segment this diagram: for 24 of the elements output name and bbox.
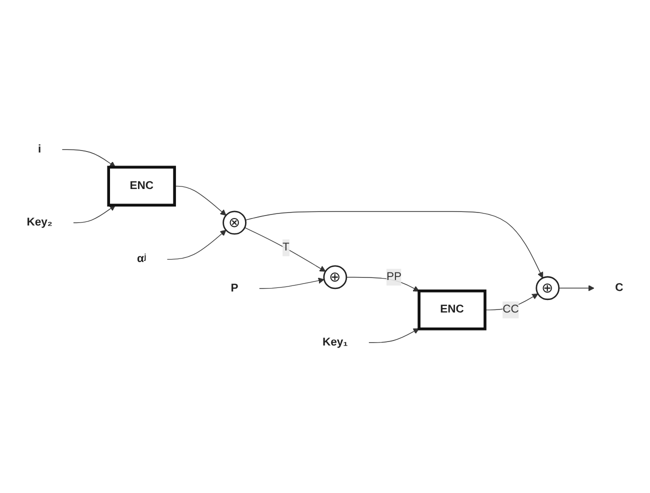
node-text: i <box>38 144 42 156</box>
edge-label: CC <box>502 304 519 316</box>
arrow <box>166 230 226 260</box>
arrow <box>174 186 226 216</box>
arrow <box>259 278 324 290</box>
arrow <box>73 205 116 224</box>
node-text: P <box>230 282 238 294</box>
node-box: ENC <box>107 166 176 207</box>
node-circle: ⊕ <box>536 276 560 300</box>
arrow <box>346 277 420 292</box>
edge-label: PP <box>386 271 402 284</box>
arrow <box>244 228 326 272</box>
node-circle: ⊕ <box>323 266 348 290</box>
arrow <box>558 285 594 292</box>
edge-label: T <box>282 242 290 254</box>
arrow <box>62 150 116 168</box>
arrow <box>245 212 544 279</box>
arrow <box>368 328 420 344</box>
node-text: Key₂ <box>26 216 52 229</box>
node-text: Key₁ <box>322 336 348 349</box>
node-text: C <box>615 282 624 294</box>
node-text: αʲ <box>137 253 146 266</box>
node-circle: ⊗ <box>222 211 246 236</box>
node-box: ENC <box>418 290 486 331</box>
